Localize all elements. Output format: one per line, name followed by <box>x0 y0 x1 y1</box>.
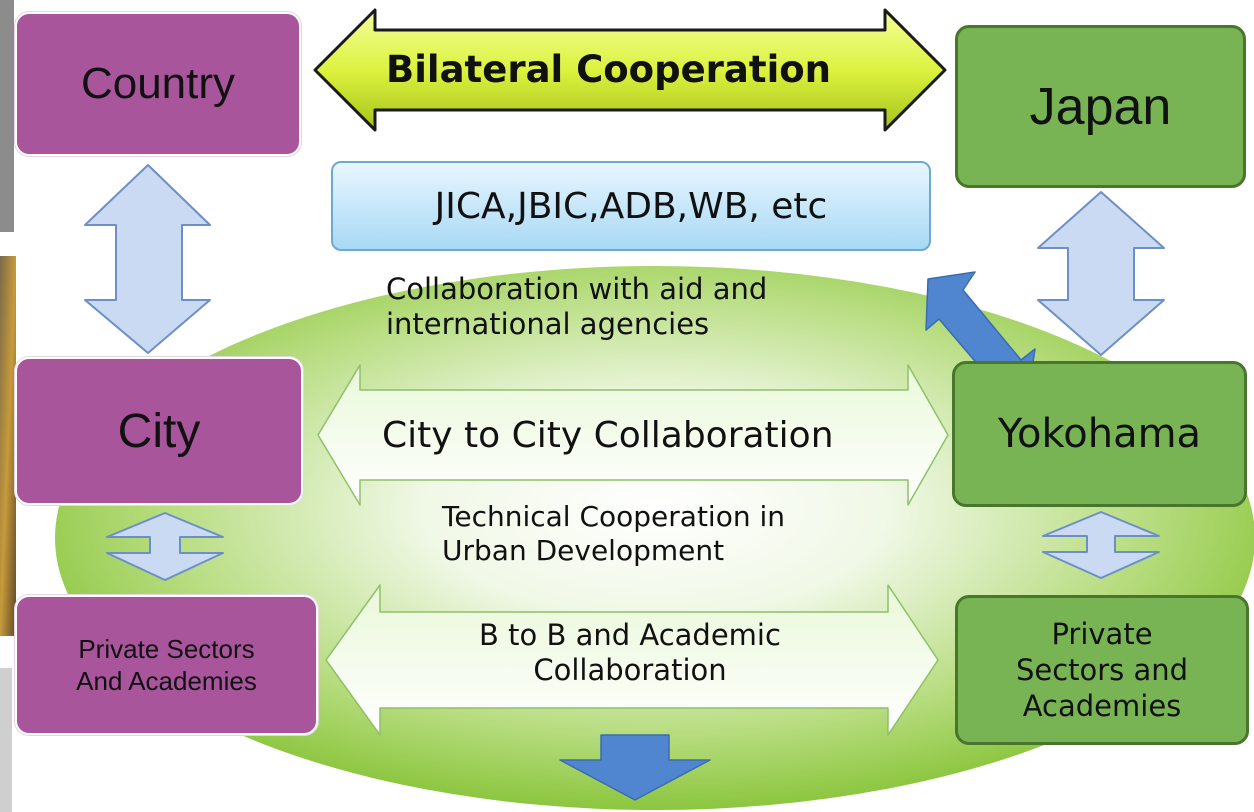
photo-strip-middle <box>0 256 16 636</box>
yokohama-label: Yokohama <box>997 411 1202 457</box>
city-label: City <box>117 404 201 458</box>
city-box: City <box>15 357 303 505</box>
city-to-city-label: City to City Collaboration <box>382 415 834 456</box>
agencies-note: Collaboration with aid and international… <box>386 272 768 341</box>
japan-label: Japan <box>1029 77 1172 136</box>
technical-note: Technical Cooperation in Urban Developme… <box>442 500 786 567</box>
yokohama-box: Yokohama <box>952 361 1247 507</box>
b2b-arrow <box>325 584 939 736</box>
b2b-label: B to B and Academic Collaboration <box>479 618 781 687</box>
down-arrow <box>559 734 711 801</box>
left-private-box: Private Sectors And Academies <box>15 595 318 735</box>
city-to-city-arrow <box>317 364 949 506</box>
japan-yokohama-arrow <box>1037 191 1165 356</box>
city-private-arrow <box>106 512 224 581</box>
bilateral-arrow <box>313 8 947 132</box>
agencies-label: JICA,JBIC,ADB,WB, etc <box>434 185 828 227</box>
left-private-label: Private Sectors And Academies <box>76 633 257 697</box>
right-private-label: Private Sectors and Academies <box>1015 616 1189 724</box>
country-box: Country <box>15 12 301 156</box>
agencies-box: JICA,JBIC,ADB,WB, etc <box>331 161 931 251</box>
bilateral-label: Bilateral Cooperation <box>386 48 832 91</box>
country-city-arrow <box>84 164 211 354</box>
photo-strip-top <box>0 0 14 232</box>
country-label: Country <box>80 59 236 108</box>
japan-box: Japan <box>955 25 1246 188</box>
photo-strip-bottom <box>0 668 12 812</box>
right-private-box: Private Sectors and Academies <box>955 595 1249 745</box>
yokohama-private-arrow <box>1042 511 1160 579</box>
